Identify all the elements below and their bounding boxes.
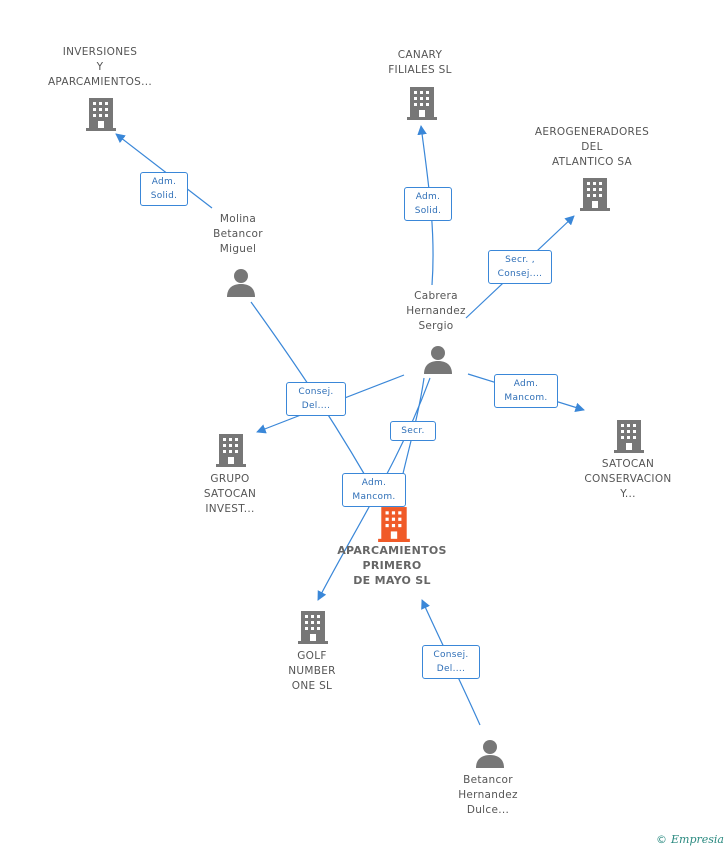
person-icon — [227, 269, 255, 297]
node-satocan[interactable]: SATOCAN CONSERVACION Y... — [570, 457, 686, 502]
footer-brand[interactable]: © Empresia — [656, 833, 724, 846]
node-label: AEROGENERADORES DEL ATLANTICO SA — [534, 126, 650, 168]
edge-molina-inversiones — [115, 133, 213, 209]
node-label: GRUPO SATOCAN INVEST... — [203, 473, 257, 515]
building-icon — [580, 178, 610, 211]
role-badge-adm-mancom-main[interactable]: Adm. Mancom. — [342, 473, 406, 507]
building-icon — [298, 611, 328, 644]
node-molina[interactable]: Molina Betancor Miguel — [188, 212, 288, 257]
node-main-company[interactable]: APARCAMIENTOS PRIMERO DE MAYO SL — [322, 543, 462, 588]
person-icon — [476, 740, 504, 768]
node-cabrera[interactable]: Cabrera Hernandez Sergio — [386, 289, 486, 334]
role-badge-cabrera-satocan[interactable]: Adm. Mancom. — [494, 374, 558, 408]
copyright-symbol: © — [656, 833, 667, 846]
role-badge-cabrera-aero[interactable]: Secr. , Consej.... — [488, 250, 552, 284]
node-grupo[interactable]: GRUPO SATOCAN INVEST... — [180, 472, 280, 517]
node-label: INVERSIONES Y APARCAMIENTOS... — [47, 46, 153, 88]
node-betancor[interactable]: Betancor Hernandez Dulce... — [438, 773, 538, 818]
building-icon — [614, 420, 644, 453]
node-label: APARCAMIENTOS PRIMERO DE MAYO SL — [337, 544, 447, 587]
node-label: Molina Betancor Miguel — [213, 213, 263, 255]
role-badge-betancor-main[interactable]: Consej. Del.... — [422, 645, 480, 679]
node-label: Betancor Hernandez Dulce... — [458, 774, 518, 816]
role-badge-secr-main[interactable]: Secr. — [390, 421, 436, 441]
node-aerogeneradores[interactable]: AEROGENERADORES DEL ATLANTICO SA — [520, 125, 664, 170]
building-main-icon — [378, 507, 410, 542]
building-icon — [216, 434, 246, 467]
role-badge-consej-del-left[interactable]: Consej. Del.... — [286, 382, 346, 416]
building-icon — [86, 98, 116, 131]
node-golf[interactable]: GOLF NUMBER ONE SL — [262, 649, 362, 694]
node-inversiones[interactable]: INVERSIONES Y APARCAMIENTOS... — [30, 45, 170, 90]
person-icon — [424, 346, 452, 374]
building-icon — [407, 87, 437, 120]
node-canary[interactable]: CANARY FILIALES SL — [355, 48, 485, 78]
role-badge-cabrera-canary[interactable]: Adm. Solid. — [404, 187, 452, 221]
node-label: CANARY FILIALES SL — [388, 49, 452, 76]
role-badge-molina-inversiones[interactable]: Adm. Solid. — [140, 172, 188, 206]
node-label: GOLF NUMBER ONE SL — [288, 650, 336, 692]
node-label: Cabrera Hernandez Sergio — [406, 290, 466, 332]
brand-name: Empresia — [671, 833, 724, 846]
node-label: SATOCAN CONSERVACION Y... — [584, 458, 672, 500]
